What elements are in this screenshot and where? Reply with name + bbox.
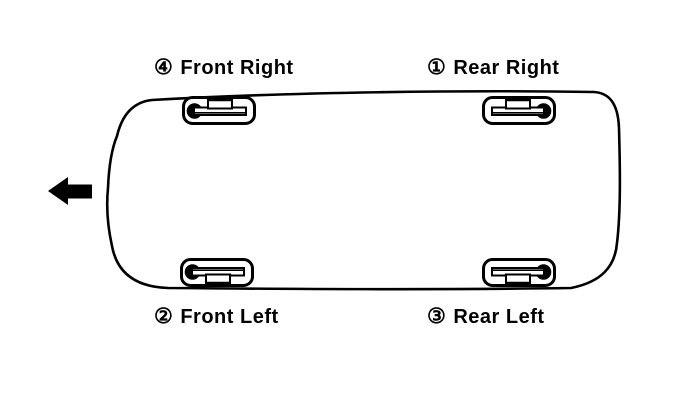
sequence-number-rear-left: ③ — [427, 305, 447, 328]
position-text-front-left: Front Left — [180, 306, 279, 328]
sequence-number-front-left: ② — [154, 305, 174, 328]
label-rear-right: ① Rear Right — [427, 55, 559, 80]
sequence-number-front-right: ④ — [154, 56, 174, 79]
fastener-icon-front-left — [180, 258, 254, 287]
position-text-rear-right: Rear Right — [453, 57, 560, 79]
position-text-front-right: Front Right — [180, 57, 294, 79]
label-rear-left: ③ Rear Left — [427, 304, 545, 329]
label-front-right: ④ Front Right — [154, 55, 294, 80]
front-direction-arrow-icon — [48, 177, 92, 205]
vehicle-body-outline — [105, 89, 622, 291]
sequence-number-rear-right: ① — [427, 56, 447, 79]
label-front-left: ② Front Left — [154, 304, 279, 329]
position-text-rear-left: Rear Left — [453, 306, 545, 328]
fastener-icon-rear-right — [482, 96, 556, 125]
fastener-icon-rear-left — [482, 258, 556, 287]
fastener-icon-front-right — [182, 96, 256, 125]
